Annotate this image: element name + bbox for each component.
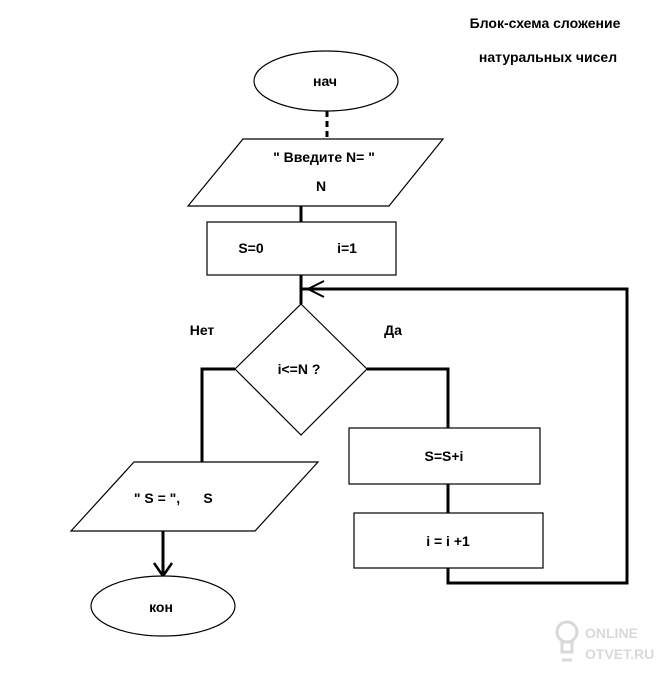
decision-yes-label: Да [384, 322, 402, 338]
output-block [69, 461, 320, 532]
decision-label: i<=N ? [278, 361, 321, 377]
input-variable-label: N [316, 178, 326, 194]
init-s-label: S=0 [238, 240, 264, 256]
decision-block [234, 303, 368, 436]
connector-yes-branch [367, 367, 450, 428]
sum-block [348, 427, 541, 485]
watermark-line2: OTVET.RU [585, 646, 654, 662]
connector-loop-back [301, 287, 629, 585]
end-label: кон [149, 599, 173, 615]
increment-label: i = i +1 [426, 533, 470, 549]
watermark-line1: ONLINE [585, 625, 638, 641]
diagram-title-line1: Блок-схема сложение [470, 15, 621, 31]
init-i-label: i=1 [337, 240, 357, 256]
start-label: нач [313, 73, 337, 89]
loop-back-arrowhead [305, 280, 325, 298]
output-variable-label: S [203, 490, 212, 506]
lightbulb-icon [555, 620, 579, 662]
end-terminal [90, 575, 236, 637]
diagram-title-line2: натуральных чисел [479, 49, 617, 65]
input-block [186, 138, 445, 207]
sum-label: S=S+i [425, 448, 464, 464]
connector-no-branch [200, 367, 235, 462]
init-block [206, 221, 397, 276]
input-prompt-label: " Введите N= " [273, 149, 375, 165]
output-text-label: " S = ", [134, 490, 180, 506]
decision-no-label: Нет [190, 322, 215, 338]
